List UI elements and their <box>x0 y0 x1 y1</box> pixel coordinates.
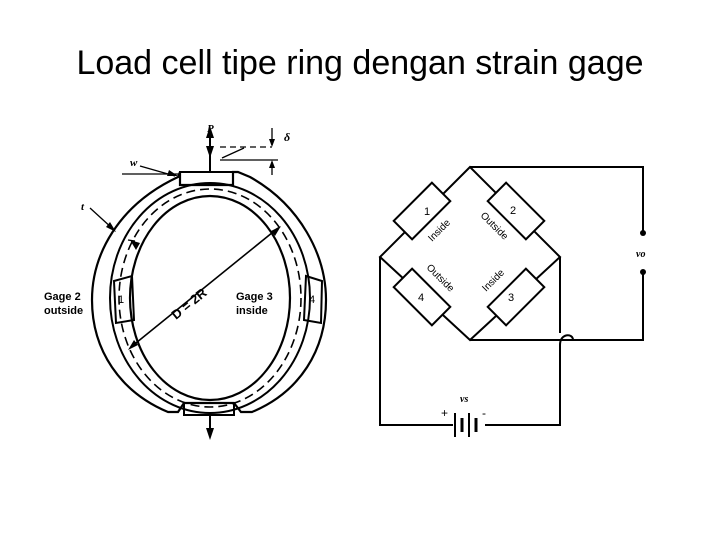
gage-2-label: Gage 2 outside <box>44 291 83 317</box>
bridge-arm-4: 4 Outside <box>392 262 456 327</box>
svg-text:1: 1 <box>118 294 124 306</box>
thickness-indicator: t <box>81 201 116 232</box>
wheatstone-bridge: vo + - vs 1 Inside 2 Outside <box>378 165 646 437</box>
output-terminal-bottom <box>640 269 646 275</box>
bridge-diamond <box>378 165 562 342</box>
width-indicator: w <box>122 157 180 177</box>
svg-text:+: + <box>441 406 448 420</box>
gage-3-label: Gage 3 inside <box>236 291 273 317</box>
battery-symbol: + - vs <box>441 394 486 437</box>
ring-outer-outline <box>90 170 328 414</box>
svg-text:2: 2 <box>510 205 516 217</box>
svg-text:Gage 3: Gage 3 <box>236 291 273 303</box>
diameter-label: D = 2R <box>168 285 210 323</box>
svg-text:1: 1 <box>424 206 430 218</box>
supply-wire <box>379 257 575 426</box>
top-lug <box>179 171 234 185</box>
bridge-arm-2: 2 Outside <box>478 181 546 243</box>
ring-wall-line <box>109 182 311 414</box>
ring-inner-outline <box>128 194 292 402</box>
svg-text:4: 4 <box>418 292 424 304</box>
svg-text:Gage 2: Gage 2 <box>44 291 81 303</box>
ring-gage-1: 1 <box>112 274 136 325</box>
output-voltage-label: vo <box>636 249 645 260</box>
load-arrow-top: P <box>206 123 214 172</box>
slide-title: Load cell tipe ring dengan strain gage <box>76 44 644 82</box>
ring-gage-4: 4 <box>302 274 324 325</box>
deflection-indicator: δ <box>220 128 290 175</box>
load-arrow-bottom <box>206 415 214 440</box>
ring-body <box>90 170 328 416</box>
bridge-arm-3: 3 Inside <box>480 267 546 327</box>
ring-neutral-axis <box>118 188 302 408</box>
svg-text:outside: outside <box>44 305 83 317</box>
deflection-symbol: δ <box>284 130 290 144</box>
svg-text:-: - <box>482 406 486 420</box>
load-symbol: P <box>207 123 214 135</box>
supply-voltage-label: vs <box>460 394 468 405</box>
output-terminal-top <box>640 230 646 236</box>
width-symbol: w <box>130 157 138 169</box>
diameter-line: D = 2R <box>127 226 281 350</box>
svg-text:inside: inside <box>236 305 268 317</box>
svg-text:3: 3 <box>508 292 514 304</box>
thickness-symbol: t <box>81 201 85 213</box>
output-wire <box>470 166 644 341</box>
svg-text:4: 4 <box>309 294 315 306</box>
